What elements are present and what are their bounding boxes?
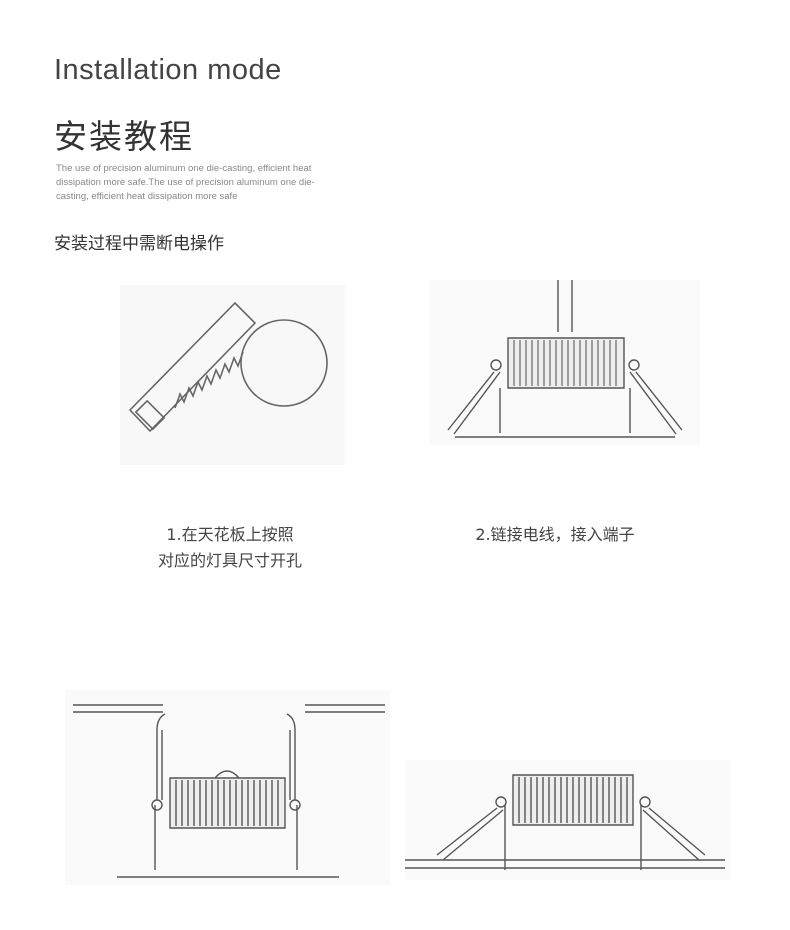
title-english: Installation mode bbox=[54, 54, 282, 86]
step-1-caption-line1: 1.在天花板上按照 bbox=[166, 525, 294, 544]
saw-icon bbox=[128, 301, 257, 433]
step-2-caption-line1: 2.链接电线，接入端子 bbox=[475, 525, 635, 544]
installed-light-illustration bbox=[405, 760, 730, 880]
insert-light-illustration bbox=[65, 690, 390, 885]
step-1-caption: 1.在天花板上按照 对应的灯具尺寸开孔 bbox=[120, 522, 340, 574]
step-2-caption: 2.链接电线，接入端子 bbox=[440, 522, 670, 548]
saw-and-hole-illustration bbox=[120, 285, 345, 465]
power-off-notice: 安装过程中需断电操作 bbox=[54, 234, 224, 254]
ceiling-hole-icon bbox=[240, 319, 328, 407]
title-chinese: 安装教程 bbox=[54, 117, 194, 156]
wiring-illustration bbox=[430, 280, 700, 445]
step-1-caption-line2: 对应的灯具尺寸开孔 bbox=[157, 551, 302, 570]
description-text: The use of precision aluminum one die-ca… bbox=[56, 163, 315, 202]
